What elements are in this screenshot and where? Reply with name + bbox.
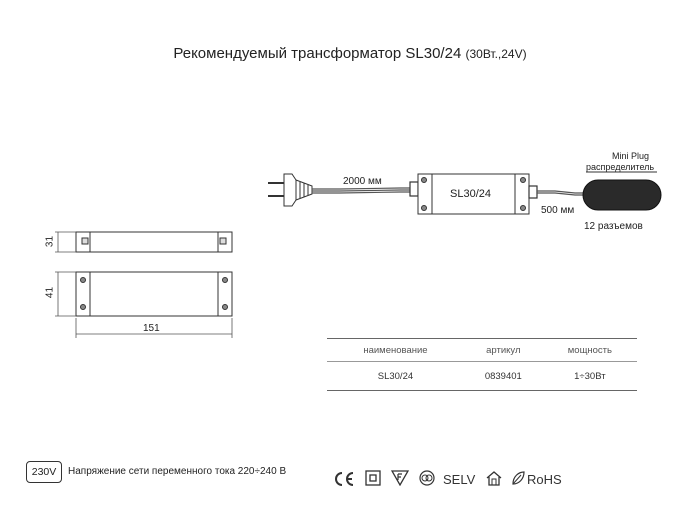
spec-cell-power: 1÷30Вт (574, 371, 606, 382)
dim-length: 151 (143, 323, 160, 334)
distributor-label-line1: Mini Plug (612, 151, 650, 161)
output-length-label: 500 мм (541, 205, 575, 216)
distributor-label-line2: распределитель (586, 162, 655, 172)
ce-mark-icon (335, 472, 354, 486)
title-main: Рекомендуемый трансформатор SL30/24 (173, 45, 462, 62)
voltage-text: Напряжение сети переменного тока 220÷240… (68, 466, 287, 477)
spec-table-header: наименование артикул мощность (327, 338, 637, 362)
input-cable (312, 181, 419, 197)
spec-header-power: мощность (567, 345, 612, 356)
rohs-label: RoHS (527, 472, 562, 487)
selv-label: SELV (443, 472, 476, 487)
dim-height-bottom: 41 (44, 286, 56, 299)
transformer-label: SL30/24 (450, 188, 491, 200)
f-mark-icon (391, 470, 409, 486)
output-cable (528, 185, 590, 199)
dimension-lines (55, 231, 233, 338)
safety-transformer-icon (419, 470, 435, 486)
plug-icon (268, 173, 313, 207)
spec-header-article: артикул (486, 345, 521, 356)
table-row: SL30/24 0839401 1÷30Вт (327, 362, 637, 391)
transformer-top-view (75, 271, 233, 317)
page-title: Рекомендуемый трансформатор SL30/24 (30В… (0, 45, 700, 62)
distributor-icon (582, 171, 662, 211)
title-sub: (30Вт.,24V) (465, 47, 527, 61)
spec-table: наименование артикул мощность SL30/24 08… (327, 338, 637, 391)
rohs-leaf-icon (512, 471, 525, 485)
class-ii-insulation-icon (365, 470, 381, 486)
transformer-side-view (75, 231, 233, 253)
connectors-label: 12 разъемов (584, 221, 643, 232)
spec-header-name: наименование (363, 345, 428, 356)
indoor-use-icon (486, 471, 502, 486)
dim-height-top: 31 (44, 235, 56, 248)
spec-cell-name: SL30/24 (377, 371, 414, 382)
cable-length-label: 2000 мм (343, 176, 382, 187)
voltage-badge: 230V (26, 461, 62, 483)
spec-cell-article: 0839401 (484, 371, 522, 382)
